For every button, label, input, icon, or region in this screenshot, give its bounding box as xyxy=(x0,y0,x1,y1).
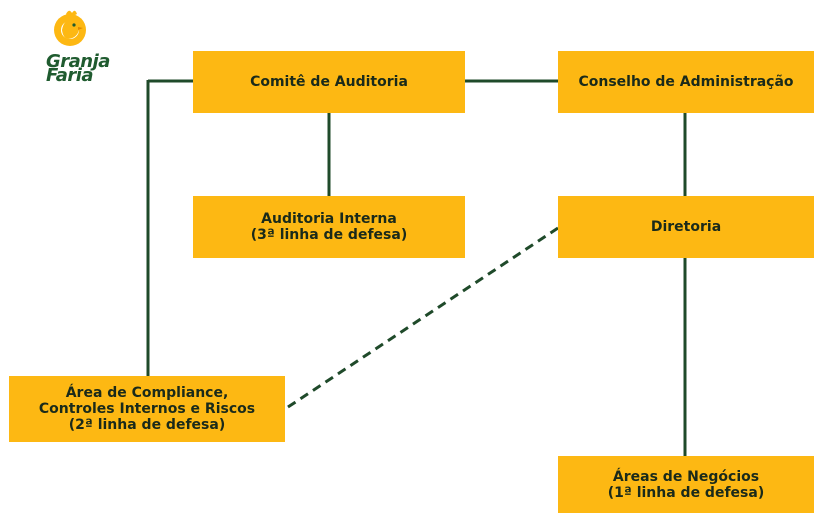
rooster-logo-icon xyxy=(54,10,86,46)
logo-text-line2: Faria xyxy=(46,65,94,86)
internal-audit-box: Auditoria Interna (3ª linha de defesa) xyxy=(193,196,465,258)
directorate-label: Diretoria xyxy=(650,219,722,235)
audit-committee-box: Comitê de Auditoria xyxy=(193,51,465,113)
logo-wordmark: Granja Faria xyxy=(46,51,116,86)
business-areas-label: Áreas de Negócios xyxy=(612,468,760,485)
board-of-directors-box: Conselho de Administração xyxy=(558,51,814,113)
compliance-label-line3: (2ª linha de defesa) xyxy=(68,417,226,433)
dashed-connector-directorate-to-compliance xyxy=(284,226,559,411)
compliance-label-line1: Área de Compliance, xyxy=(65,385,229,401)
logo-text-line1: Granja xyxy=(46,51,110,72)
internal-audit-sublabel: (3ª linha de defesa) xyxy=(250,227,408,243)
compliance-box: Área de Compliance, Controles Internos e… xyxy=(9,376,285,442)
board-label: Conselho de Administração xyxy=(578,74,794,90)
audit-committee-label: Comitê de Auditoria xyxy=(250,74,408,90)
granja-faria-logo: Granja Faria xyxy=(46,8,116,108)
business-areas-sublabel: (1ª linha de defesa) xyxy=(607,484,765,501)
compliance-label-line2: Controles Internos e Riscos xyxy=(38,401,256,417)
business-areas-box: Áreas de Negócios (1ª linha de defesa) xyxy=(558,456,814,513)
internal-audit-label: Auditoria Interna xyxy=(261,211,397,227)
directorate-box: Diretoria xyxy=(558,196,814,258)
